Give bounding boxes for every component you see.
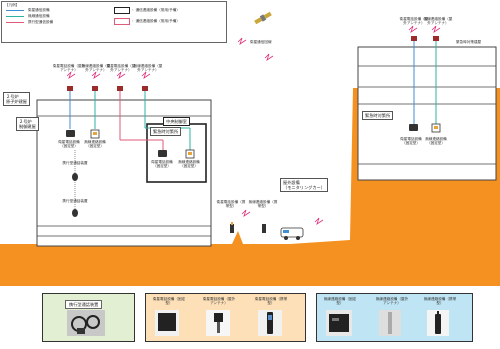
phone-icon-right <box>409 124 418 131</box>
field-phone-label: 衛星電話設備（携帯型） <box>216 200 246 208</box>
radio-icon-cr <box>91 130 99 138</box>
photo-caption-radio-fixed: 無線連絡設備（固定型） <box>323 297 357 305</box>
legend-line-satellite <box>6 10 24 11</box>
legend-box-label-pink: ：通信連絡設備（常用/予備） <box>132 19 180 23</box>
antenna-icons-right <box>411 36 439 41</box>
legend-label-radio: 無線通信設備 <box>28 14 50 18</box>
legend-label-satellite: 衛星通信設備 <box>28 8 50 12</box>
legend: 【凡例】 衛星通信設備 無線通信設備 携行型通信設備 ：通信連絡設備（常用/予備… <box>1 1 227 43</box>
cr-phone-label: 衛星電話設備（固定型） <box>56 140 82 148</box>
sat-portable-photo <box>258 310 282 336</box>
cr-handset-label: 携行型通話装置 <box>60 199 90 203</box>
antenna-label-right-2: 無線連絡設備（屋外アンテナ） <box>422 17 454 25</box>
satellite-label: 衛星通信回線 <box>250 40 272 44</box>
radio-icon-es <box>186 150 194 158</box>
legend-line-portable <box>6 22 24 23</box>
sat-antenna-photo <box>206 310 230 336</box>
phone-icon-cr <box>66 130 75 137</box>
photo-caption-sat-fixed: 衛星電話設備（固定型） <box>152 297 186 305</box>
field-radio-icon <box>262 224 266 233</box>
inner-box-label: 緊急時対策所 <box>150 127 181 136</box>
photo-panel-radio: 無線連絡設備（固定型） 無線連絡設備（屋外アンテナ） 無線連絡設備（携帯型） <box>316 293 473 342</box>
left-top-label: ２号炉 原子炉建屋 <box>3 92 30 106</box>
field-label: 屋外設備 （モニタリングカー） <box>280 178 328 192</box>
photo-panel-satellite: 衛星電話設備（固定型） 衛星電話設備（屋外アンテナ） 衛星電話設備（携帯型） <box>145 293 306 342</box>
legend-label-portable: 携行型通信設備 <box>28 20 53 24</box>
left-top-label-line-2: 原子炉建屋 <box>6 99 27 104</box>
handset-icon-cr <box>72 173 78 181</box>
es-radio-label: 無線連絡設備（固定型） <box>176 160 202 168</box>
left-side-label-line-2: 制御建屋 <box>19 124 36 129</box>
legend-box-black <box>114 7 130 14</box>
radio-portable-photo <box>427 310 449 336</box>
central-room-label: 中央制御室 <box>163 117 190 126</box>
legend-box-pink <box>114 18 130 25</box>
phone-icon-es <box>158 150 167 157</box>
cr-portable-label: 携行型通話装置 <box>60 161 90 165</box>
right-phone-label: 衛星電話設備（固定型） <box>398 137 424 145</box>
field-phone-icon <box>230 222 234 233</box>
photo-panel-portable: 携行型通話装置 <box>42 293 135 342</box>
legend-box-label-black: ：通信連絡設備（常用/予備） <box>132 8 180 12</box>
legend-title: 【凡例】 <box>5 3 19 7</box>
photo-caption-sat-antenna: 衛星電話設備（屋外アンテナ） <box>202 297 236 305</box>
radio-icon-right <box>432 124 440 132</box>
photo-caption-sat-portable: 衛星電話設備（携帯型） <box>254 297 288 305</box>
sat-fixed-photo <box>155 310 179 336</box>
portable-icon-cr <box>72 209 78 217</box>
radio-antenna-photo <box>379 310 401 336</box>
photo-panel-portable-title: 携行型通話装置 <box>65 300 102 309</box>
es-phone-label: 衛星電話設備（固定型） <box>150 160 174 168</box>
photo-caption-radio-antenna: 無線連絡設備（屋外アンテナ） <box>375 297 409 305</box>
right-building-label: 緊急時対策建屋 <box>456 40 481 44</box>
legend-line-radio <box>6 16 24 17</box>
right-box-label: 緊急時対策所 <box>362 111 393 120</box>
antenna-label-left-4: 無線連絡設備（屋外アンテナ） <box>132 64 164 72</box>
portable-device-photo <box>67 310 105 336</box>
field-label-line-2: （モニタリングカー） <box>283 185 325 190</box>
right-radio-label: 無線連絡設備（固定型） <box>423 137 449 145</box>
monitoring-car-icon <box>281 228 303 240</box>
antenna-icons-left <box>67 86 148 91</box>
left-side-label: ２号炉 制御建屋 <box>16 117 39 131</box>
cr-radio-label: 無線連絡設備（固定型） <box>82 140 108 148</box>
photo-caption-radio-portable: 無線連絡設備（携帯型） <box>423 297 457 305</box>
satellite-icon <box>254 11 273 25</box>
radio-fixed-photo <box>326 310 352 336</box>
field-radio-label: 無線連絡設備（携帯型） <box>248 200 278 208</box>
